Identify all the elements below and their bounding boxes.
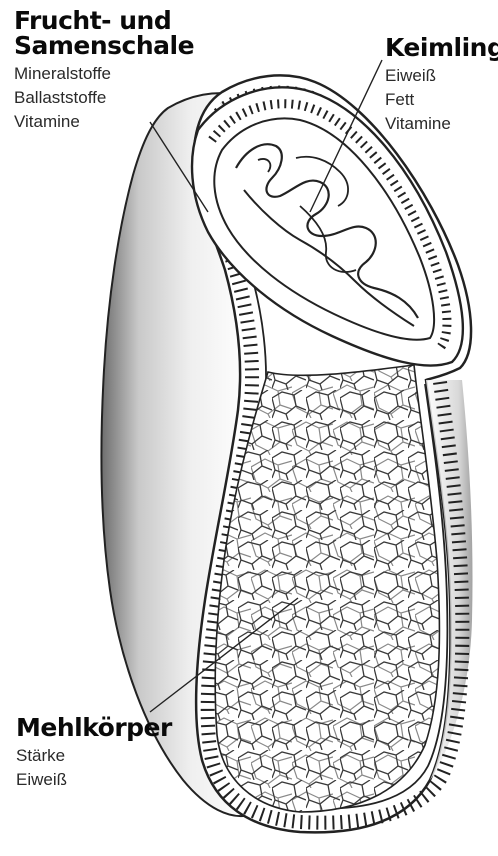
germ-item-vitamins: Vitamine <box>385 115 498 132</box>
label-endosperm: Mehlkörper Stärke Eiweiß <box>16 715 172 788</box>
germ-title: Keimling <box>385 35 498 60</box>
label-fruit-seed-shell: Frucht- und Samenschale Mineralstoffe Ba… <box>14 8 194 130</box>
shell-item-fiber: Ballaststoffe <box>14 89 194 106</box>
endosperm-title: Mehlkörper <box>16 715 172 740</box>
shell-item-vitamins: Vitamine <box>14 113 194 130</box>
germ-item-protein: Eiweiß <box>385 67 498 84</box>
shell-title-line1: Frucht- und <box>14 8 194 33</box>
endosperm-item-protein: Eiweiß <box>16 771 172 788</box>
shell-item-minerals: Mineralstoffe <box>14 65 194 82</box>
shell-title-line2: Samenschale <box>14 33 194 58</box>
endosperm-item-starch: Stärke <box>16 747 172 764</box>
label-germ: Keimling Eiweiß Fett Vitamine <box>385 35 498 132</box>
germ-item-fat: Fett <box>385 91 498 108</box>
